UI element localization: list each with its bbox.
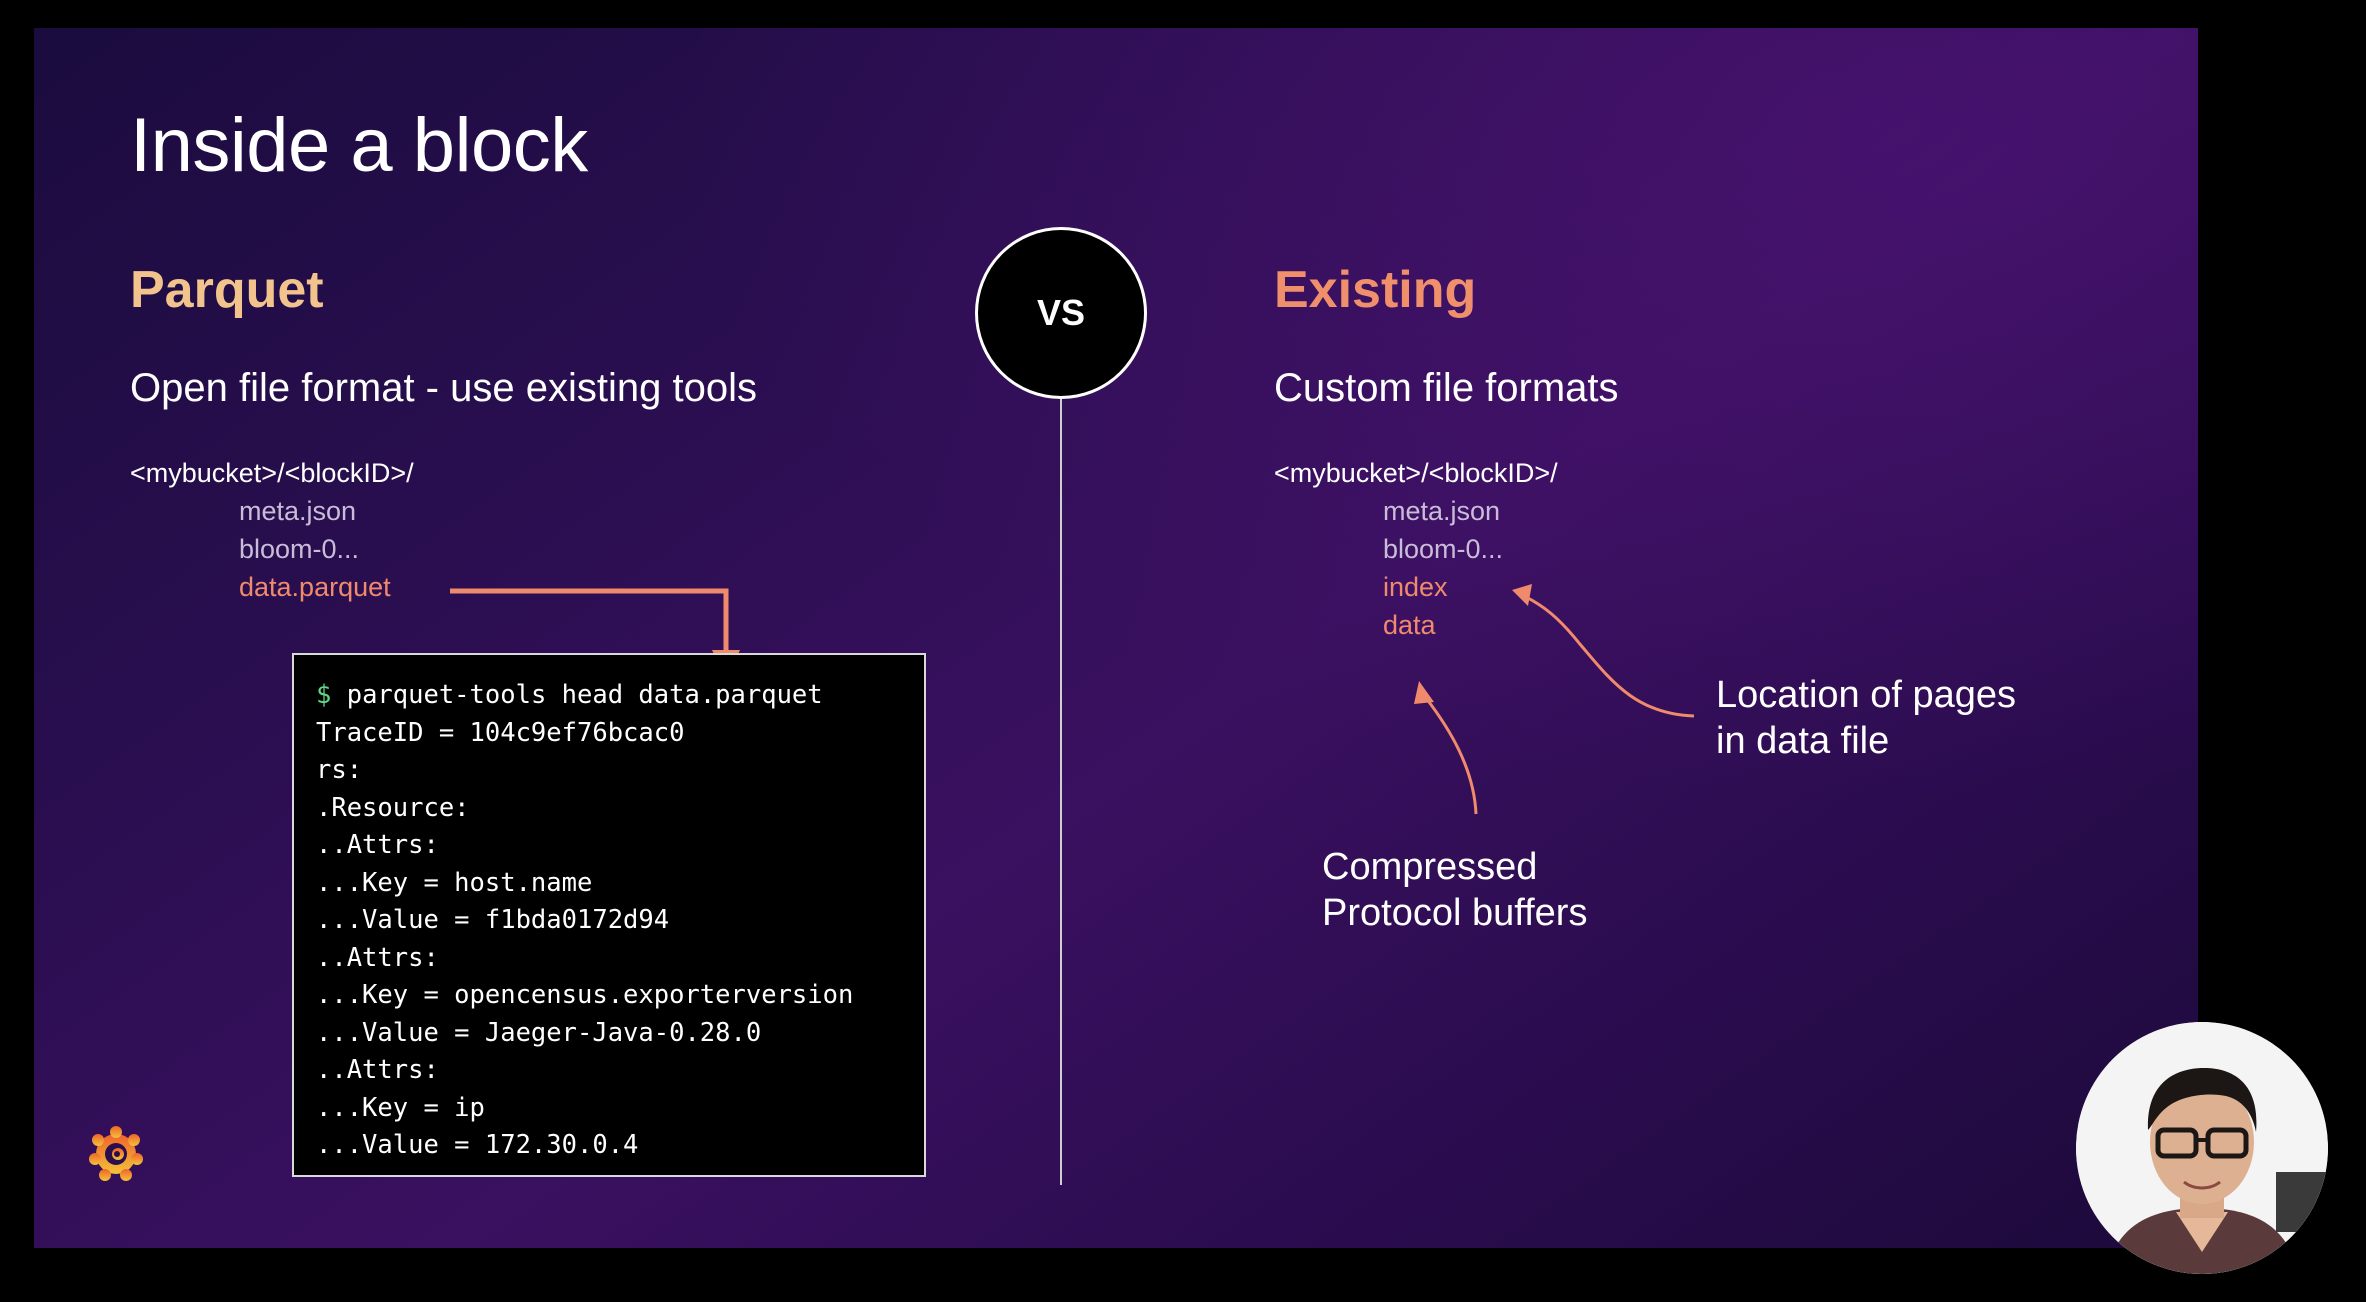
versus-badge: VS [975, 227, 1147, 399]
presenter-webcam [2076, 1022, 2328, 1274]
existing-file-index: index [1383, 572, 1448, 602]
terminal-command-line: $ parquet-tools head data.parquet [316, 677, 924, 715]
annotation-arrows [1414, 584, 1695, 815]
existing-file-meta-json: meta.json [1383, 496, 1501, 526]
parquet-subheading: Open file format - use existing tools [130, 366, 757, 410]
terminal-line: ...Value = 172.30.0.4 [316, 1130, 639, 1160]
index-annotation-arrow [1523, 594, 1695, 718]
terminal-line: ...Value = Jaeger-Java-0.28.0 [316, 1017, 762, 1048]
existing-file-bloom: bloom-0... [1383, 534, 1504, 564]
grafana-logo-icon [89, 1126, 143, 1181]
parquet-file-bloom: bloom-0... [239, 534, 360, 564]
terminal-line: ..Attrs: [316, 942, 439, 973]
terminal-command: parquet-tools head data.parquet [346, 680, 823, 710]
presentation-slide: Inside a block Parquet Open file format … [34, 28, 2198, 1248]
terminal-line: ..Attrs: [316, 1055, 439, 1085]
existing-bucket-path: <mybucket>/<blockID>/ [1274, 458, 1558, 488]
existing-heading: Existing [1274, 261, 1477, 319]
column-divider [1060, 399, 1062, 1185]
slide-title: Inside a block [130, 103, 588, 188]
terminal-prompt: $ [316, 680, 332, 710]
existing-subheading: Custom file formats [1274, 366, 1619, 410]
parquet-file-meta-json: meta.json [239, 496, 357, 526]
parquet-bucket-path: <mybucket>/<blockID>/ [130, 458, 414, 488]
terminal-line: ...Value = f1bda0172d94 [316, 905, 670, 935]
terminal-output: $ parquet-tools head data.parquet TraceI… [292, 653, 926, 1177]
terminal-line: ...Key = opencensus.exporterversion [316, 980, 854, 1010]
index-annotation: Location of pages in data file [1716, 674, 2017, 762]
data-annotation-arrow [1424, 697, 1478, 815]
terminal-line: TraceID = 104c9ef76bcac0 [316, 717, 685, 748]
terminal-line: ...Key = ip [316, 1092, 485, 1123]
terminal-line: ...Key = host.name [316, 867, 593, 898]
terminal-line: .Resource: [316, 792, 470, 823]
existing-file-data: data [1383, 610, 1436, 640]
versus-label: VS [1036, 292, 1086, 333]
parquet-file-data-parquet: data.parquet [239, 572, 391, 602]
terminal-line: ..Attrs: [316, 830, 439, 860]
parquet-heading: Parquet [130, 261, 324, 319]
data-annotation: Compressed Protocol buffers [1322, 846, 1588, 934]
terminal-line: rs: [316, 755, 363, 785]
